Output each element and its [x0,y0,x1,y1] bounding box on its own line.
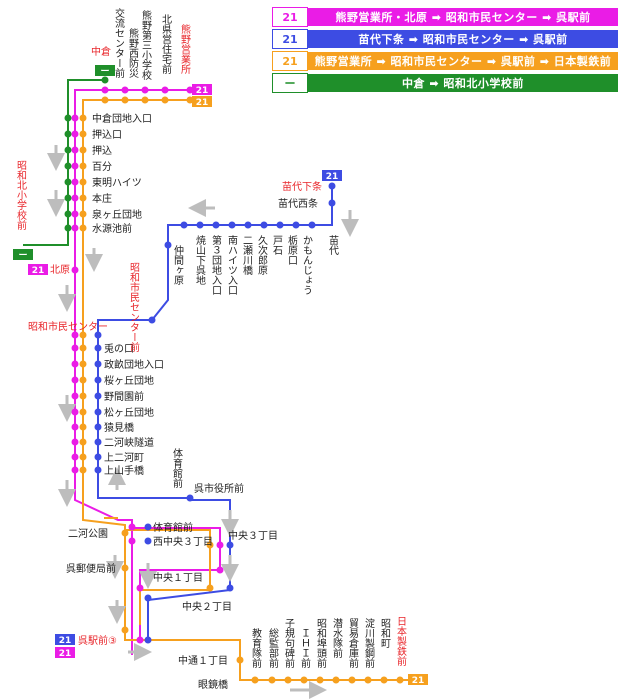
stop-chuo1: 中央１丁目 [153,571,203,584]
stop-bottom-7: 貿易倉庫前 [347,618,359,669]
route-badge-green-nakakura-text: ー [100,67,109,77]
stop-showa-center-mid: 昭和市民センター前 [128,262,140,353]
stop-bottom-3: 子規句碑前 [283,618,295,669]
legend-label-4: 中倉 ➡ 昭和北小学校前 [308,74,618,92]
legend-num-2: 21 [272,29,308,49]
stop-kure-station: 呉駅前③ [78,634,117,647]
stop-trunk-8: 水源池前 [92,222,132,235]
route-badge-kitahara-text: 21 [32,266,45,276]
stop-vert-8: 第３団地入口 [210,234,222,295]
route-badge-nawashiro-text: 21 [326,172,339,182]
orange-loop-line [125,529,211,625]
stop-bottom-2: 総監部前 [267,627,279,669]
stop-mid-3: 桜ヶ丘団地 [104,374,154,387]
legend-row-3: 21 熊野営業所 ➡ 昭和市民センター ➡ 呉駅前 ➡ 日本製鉄前 [272,51,618,71]
stop-trunk-1: 中倉団地入口 [92,112,152,125]
legend-num-1: 21 [272,7,308,27]
route-badge-magenta-top-text: 21 [196,86,209,96]
stop-top-1: 北県営住宅前 [160,14,172,75]
legend-row-2: 21 苗代下条 ➡ 昭和市民センター ➡ 呉駅前 [272,29,618,49]
stop-mid-4: 野間園前 [104,390,144,403]
stop-chuo2: 中央２丁目 [182,600,232,613]
stop-top-terminal: 熊野営業所 [179,23,191,75]
stop-bottom-9: 昭和町 [379,618,391,648]
stop-trunk-3: 押込 [92,144,112,157]
stop-mid-7: 二河峡隧道 [104,436,154,449]
legend-row-1: 21 熊野営業所・北原 ➡ 昭和市民センター ➡ 呉駅前 [272,7,618,27]
route-badge-nittetsu-text: 21 [412,676,425,686]
stop-nishi-chuo: 西中央３丁目 [153,535,213,548]
stop-dots [64,76,404,684]
stop-trunk-4: 百分 [92,161,112,173]
stop-top-2: 熊野第三小学校 [140,9,152,81]
legend-row-4: ー 中倉 ➡ 昭和北小学校前 [272,73,618,93]
route-badge-nawashiro [322,170,342,181]
stop-vert-3: 栃原口 [286,234,298,265]
stop-bottom-8: 淀川製鋼前 [363,617,375,669]
stop-chuo-dori: 中通１丁目 [178,654,228,667]
stop-bottom-5: 昭和埠頭前 [315,618,327,669]
stop-vert-9: 焼山下呉地 [194,235,206,285]
route-badge-kure-magenta-text: 21 [59,649,72,659]
route-badge-kure-magenta [55,647,75,658]
stop-trunk-5: 東明ハイツ [92,176,142,189]
stop-showa-kita: 昭和北小学校前 [15,160,27,231]
stop-mid-1: 兎の口 [104,343,134,355]
stop-nawashiro-shimojo: 苗代下条 [282,180,322,193]
stop-top-3: 熊野西防災 [127,27,139,78]
stop-mid-6: 猿見橋 [104,421,134,434]
route-badge-kitahara [28,264,48,275]
stop-vert-1: 苗代 [327,235,339,256]
stop-mid-2: 政畝団地入口 [104,358,164,371]
legend-num-4: ー [272,73,308,93]
route-badge-kure-blue [55,634,75,645]
stop-mid-5: 松ヶ丘団地 [104,406,154,419]
stop-trunk-6: 本庄 [92,192,112,205]
stop-vert-2: かもんじょう [301,235,313,295]
stop-vert-10: 仲間ヶ原 [172,244,184,285]
stop-bottom-4: ＩＨＩ前 [299,628,311,669]
route-badge-orange-top-text: 21 [196,98,209,108]
route-badge-green-showa [13,249,33,260]
stop-showa-center-left: 昭和市民センター [28,320,108,333]
stop-bottom-6: 潜水隊前 [331,617,343,659]
legend-label-3: 熊野営業所 ➡ 昭和市民センター ➡ 呉駅前 ➡ 日本製鉄前 [308,52,618,70]
route-badge-magenta-top [192,84,212,95]
stop-nikou-koen: 二河公園 [68,528,108,540]
stop-mid-9: 上山手橋 [104,464,144,477]
stop-bottom-1: 教育隊前 [250,627,262,669]
stop-nittetsu: 日本製鉄前 [395,616,407,667]
stop-trunk-2: 押込口 [92,128,122,141]
stop-nakakura: 中倉 [91,45,111,58]
route-badge-orange-top [192,96,212,107]
legend-label-2: 苗代下条 ➡ 昭和市民センター ➡ 呉駅前 [308,30,618,48]
stop-chuo3: 中央３丁目 [228,529,278,542]
stop-vert-6: 二瀬川橋 [241,235,253,276]
route-badge-green-showa-text: ー [18,251,27,261]
stop-vert-7: 南ハイツ入口 [226,234,238,295]
direction-arrows [47,145,359,699]
stop-kure-shiyakusho: 呉市役所前 [194,482,244,495]
stop-vert-4: 戸石 [271,235,283,255]
legend-num-3: 21 [272,51,308,71]
stop-taiikukan: 体育館前 [171,448,183,489]
route-badge-nittetsu [408,674,428,685]
stop-kure-yubin: 呉郵便局前 [66,562,116,575]
stop-mid-8: 上二河町 [104,452,144,464]
stop-taiikukan-iriguchi: 体育館前 [153,521,193,534]
stop-top-4: 交流センター前 [113,7,125,79]
stop-kitahara: 北原 [50,264,70,276]
stop-nawashiro-nishijo: 苗代西条 [278,197,318,210]
stop-vert-5: 久次郎原 [256,235,268,275]
route-badge-green-nakakura [95,65,115,76]
stop-trunk-7: 泉ヶ丘団地 [92,208,142,221]
orange-route-line [82,99,410,681]
legend-label-1: 熊野営業所・北原 ➡ 昭和市民センター ➡ 呉駅前 [308,8,618,26]
stop-meganebashi: 眼鏡橋 [198,678,228,691]
route-badge-kure-blue-text: 21 [59,636,72,646]
